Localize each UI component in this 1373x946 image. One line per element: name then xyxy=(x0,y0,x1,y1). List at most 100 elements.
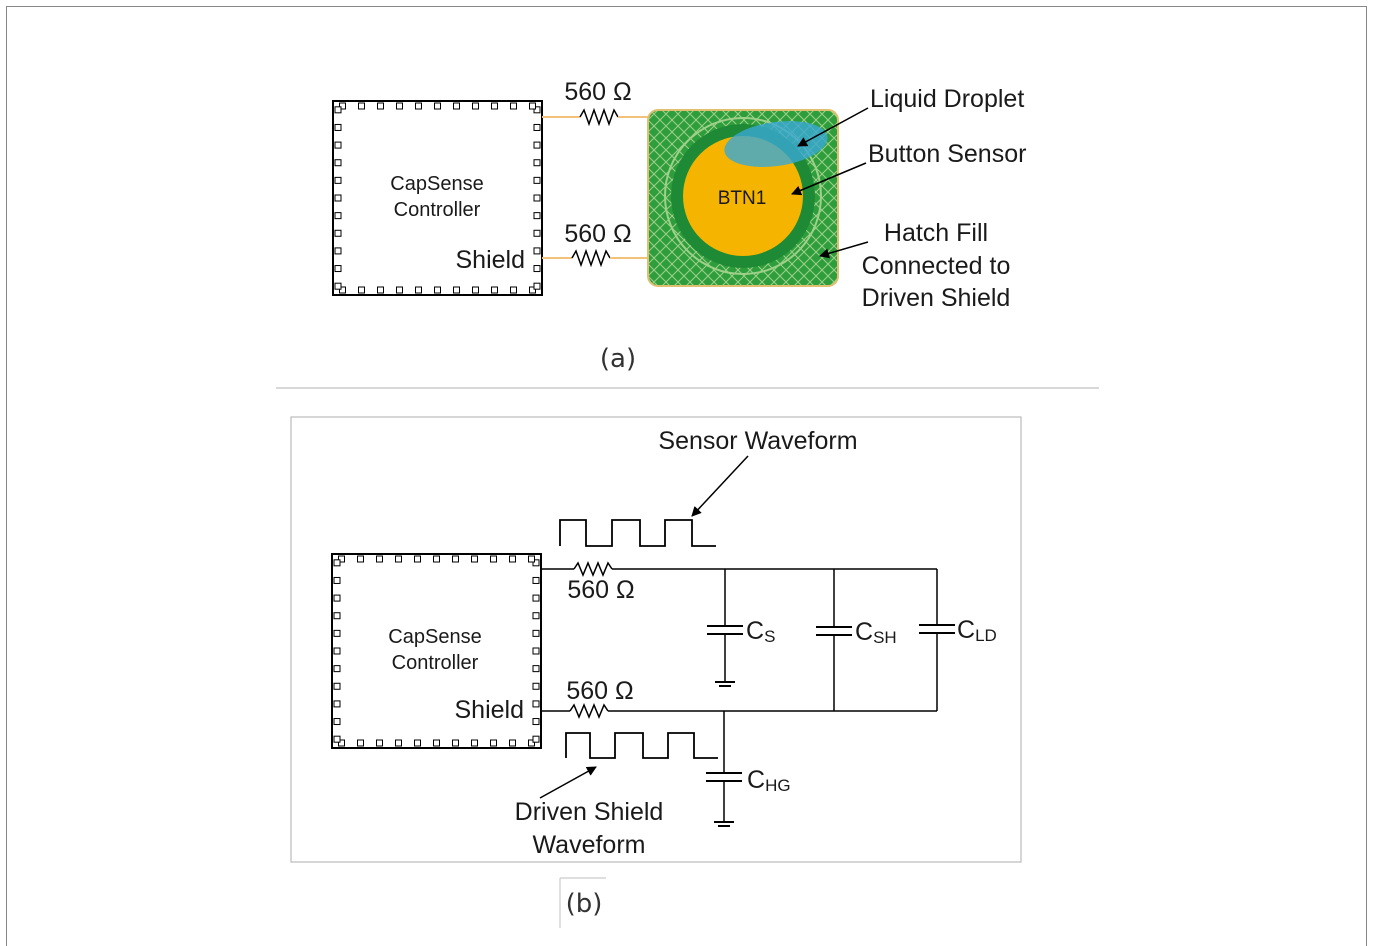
capacitor-cs xyxy=(707,569,743,687)
shield-waveform-label-line2: Waveform xyxy=(533,831,646,859)
capsense-controller-chip-b xyxy=(331,553,542,749)
chip-pin xyxy=(334,247,342,255)
sensor-waveform-label: Sensor Waveform xyxy=(658,427,857,455)
capacitor-chg xyxy=(706,711,742,827)
chip-pin xyxy=(358,286,365,294)
chip-pin xyxy=(453,286,460,294)
capsense-controller-chip-a xyxy=(332,100,543,296)
chip-pin xyxy=(532,682,540,690)
chip-pin xyxy=(529,102,536,110)
cap-label-csh: CSH xyxy=(855,618,897,647)
chip-pin xyxy=(533,265,541,273)
shield-trace-a xyxy=(542,248,652,268)
chip-pin xyxy=(509,555,516,563)
chip-pin xyxy=(415,286,422,294)
chip-pin xyxy=(333,559,341,567)
chip-pin xyxy=(532,700,540,708)
chip-pin xyxy=(509,739,516,747)
resistor-label-top-a: 560 Ω xyxy=(564,78,631,106)
button-label: BTN1 xyxy=(718,188,767,209)
hatch-callout-arrow xyxy=(819,241,869,259)
callout-hatch-line3: Driven Shield xyxy=(862,284,1011,312)
chip-pin xyxy=(490,555,497,563)
chip-pin xyxy=(472,102,479,110)
chip-pin xyxy=(357,555,364,563)
chip-pin xyxy=(334,176,342,184)
chip-pin xyxy=(414,555,421,563)
chip-pin xyxy=(333,647,341,655)
callout-hatch-line1: Hatch Fill xyxy=(884,219,988,247)
sensor-line-b xyxy=(541,561,937,577)
chip-pin xyxy=(533,212,541,220)
chip-pin xyxy=(452,739,459,747)
chip-pin xyxy=(472,286,479,294)
chip-pin xyxy=(533,229,541,237)
sensor-waveform-arrow xyxy=(691,455,749,517)
chip-pin xyxy=(491,286,498,294)
chip-pin xyxy=(395,739,402,747)
resistor-label-top-b: 560 Ω xyxy=(567,576,634,604)
chip-pin xyxy=(334,265,342,273)
chip-pin xyxy=(453,102,460,110)
capacitor-cld xyxy=(919,569,955,711)
caption-b: (b) xyxy=(566,889,603,919)
cap-label-chg: CHG xyxy=(747,766,791,795)
chip-pin xyxy=(339,102,346,110)
chip-pin xyxy=(491,102,498,110)
chip-pin xyxy=(334,212,342,220)
panel-b-border xyxy=(290,416,1022,863)
button-callout-arrow xyxy=(791,162,867,196)
chip-pin xyxy=(339,286,346,294)
chip-pin xyxy=(334,106,342,114)
chip-pin xyxy=(334,123,342,131)
chip-pin xyxy=(533,282,541,290)
controller-label-line1-b: CapSense xyxy=(388,626,481,648)
chip-pin xyxy=(532,647,540,655)
chip-pin xyxy=(533,159,541,167)
controller-label-line1: CapSense xyxy=(390,173,483,195)
caption-a: (a) xyxy=(600,344,636,374)
chip-pin xyxy=(533,106,541,114)
chip-pin xyxy=(532,665,540,673)
chip-pin xyxy=(357,739,364,747)
controller-label-line2-b: Controller xyxy=(392,652,479,674)
resistor-label-bottom-b: 560 Ω xyxy=(566,677,633,705)
shield-waveform-trace xyxy=(565,732,718,759)
chip-pin xyxy=(532,612,540,620)
chip-pin xyxy=(377,102,384,110)
chip-pin xyxy=(377,286,384,294)
chip-pins-a xyxy=(334,102,541,294)
chip-pin xyxy=(532,735,540,743)
button-sensor-pad xyxy=(647,109,839,287)
chip-pin xyxy=(395,555,402,563)
chip-pin xyxy=(333,682,341,690)
chip-pin xyxy=(433,555,440,563)
chip-pin xyxy=(358,102,365,110)
chip-pin xyxy=(334,282,342,290)
sensor-waveform-trace xyxy=(559,519,716,547)
chip-pin xyxy=(415,102,422,110)
capacitor-csh xyxy=(816,569,852,711)
resistor-label-bottom-a: 560 Ω xyxy=(564,220,631,248)
chip-pin xyxy=(452,555,459,563)
chip-pin xyxy=(490,739,497,747)
chip-pin xyxy=(333,735,341,743)
shield-pin-label: Shield xyxy=(456,246,526,274)
chip-pin xyxy=(333,665,341,673)
liquid-droplet xyxy=(724,121,828,167)
chip-pin xyxy=(333,612,341,620)
shield-waveform-label-line1: Driven Shield xyxy=(515,798,664,826)
chip-pin xyxy=(532,594,540,602)
chip-pin xyxy=(334,159,342,167)
chip-pin xyxy=(333,629,341,637)
chip-pin xyxy=(510,102,517,110)
chip-pin xyxy=(338,555,345,563)
shield-line-b xyxy=(541,703,937,719)
chip-pin xyxy=(396,286,403,294)
chip-pin xyxy=(529,286,536,294)
callout-hatch-line2: Connected to xyxy=(862,252,1011,280)
chip-pin xyxy=(334,229,342,237)
chip-pin xyxy=(334,194,342,202)
droplet-callout-arrow xyxy=(797,107,869,147)
